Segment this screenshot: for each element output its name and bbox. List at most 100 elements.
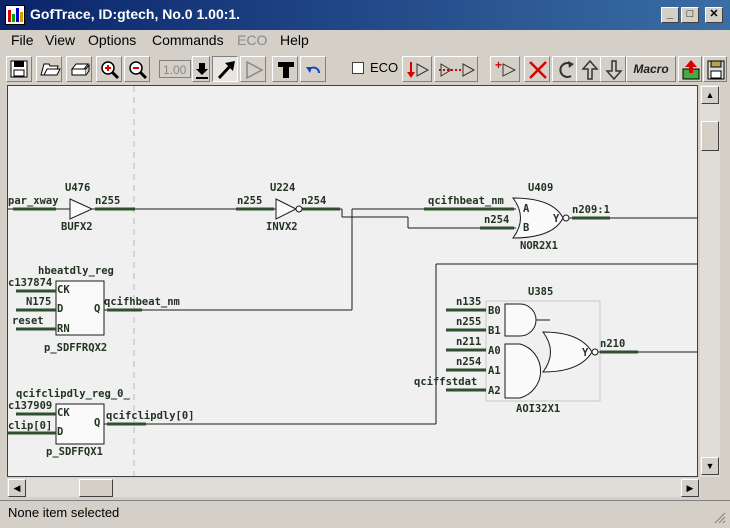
cell-type-u476: BUFX2: [61, 221, 93, 233]
zoom-level-field[interactable]: 1.00: [159, 60, 191, 78]
menu-bar: File View Options Commands ECO Help: [0, 30, 730, 52]
eco-checkbox[interactable]: [352, 62, 364, 74]
arrow-down-icon: [196, 63, 208, 79]
pin-label-y-u385: Y: [582, 347, 589, 359]
save-button[interactable]: [6, 56, 32, 82]
printer-icon: [70, 63, 90, 76]
flipflop-hbeatdly-reg[interactable]: [55, 280, 105, 336]
aoi-bubble: [591, 348, 599, 356]
net-label-c137874: c137874: [8, 277, 52, 289]
app-logo-icon: [5, 5, 25, 25]
vertical-scroll-thumb[interactable]: [701, 121, 719, 151]
horizontal-scroll-thumb[interactable]: [79, 479, 113, 497]
cell-type-qcifclipdly-reg: p_SDFFQX1: [46, 446, 103, 458]
zoom-apply-button[interactable]: [192, 56, 210, 82]
refresh-button[interactable]: [552, 56, 578, 82]
menu-eco[interactable]: ECO: [237, 32, 268, 48]
move-down-button[interactable]: [600, 56, 626, 82]
vertical-scrollbar[interactable]: ▲ ▼: [700, 85, 720, 477]
zoom-in-icon: [101, 61, 120, 80]
scroll-up-button[interactable]: ▲: [701, 86, 719, 104]
undo-icon: [306, 66, 320, 74]
nor-gate-u385[interactable]: [542, 331, 593, 373]
and-gate-a[interactable]: [504, 343, 542, 399]
export-icon: [682, 60, 700, 80]
trace-path-button[interactable]: [434, 56, 478, 82]
minimize-icon: _: [666, 8, 674, 20]
net-label-qcifclipdly0: qcifclipdly[0]: [106, 410, 195, 422]
net-label-n255-c: n255: [456, 316, 481, 328]
print-button[interactable]: [66, 56, 92, 82]
maximize-button[interactable]: □: [681, 7, 699, 23]
trace-path-icon: [439, 63, 476, 77]
zoom-in-button[interactable]: [96, 56, 122, 82]
pin-label-b0: B0: [488, 305, 501, 317]
buffer-gate-u476[interactable]: [69, 198, 94, 220]
menu-view[interactable]: View: [45, 32, 76, 48]
cell-name-qcifclipdly-reg: qcifclipdly_reg_0_: [16, 388, 130, 400]
pin-label-d-a: D: [57, 303, 63, 315]
scroll-right-button[interactable]: ▶: [681, 479, 699, 497]
trace-fanin-button[interactable]: [402, 56, 432, 82]
save-session-button[interactable]: [703, 56, 727, 82]
zoom-out-button[interactable]: [124, 56, 150, 82]
open-folder-icon: [40, 63, 61, 76]
schematic-canvas[interactable]: U476 BUFX2 par_xway n255 U224 INVX2 n255…: [7, 85, 698, 477]
net-label-n255-a: n255: [95, 195, 120, 207]
macro-button[interactable]: Macro: [626, 56, 676, 82]
cell-type-u409: NOR2X1: [520, 240, 558, 252]
pin-label-y-u409: Y: [553, 213, 560, 225]
select-arrow-icon: [217, 61, 235, 80]
add-gate-button[interactable]: +: [490, 56, 520, 82]
net-label-qcifhbeat-nm-a: qcifhbeat_nm: [428, 195, 504, 207]
scroll-down-button[interactable]: ▼: [701, 457, 719, 475]
pin-label-a0: A0: [488, 345, 501, 357]
pin-label-a2: A2: [488, 385, 501, 397]
pin-label-q-a: Q: [94, 303, 100, 315]
delete-x-icon: [529, 61, 547, 79]
cell-type-u224: INVX2: [266, 221, 298, 233]
undo-button[interactable]: [300, 56, 326, 82]
nor-bubble: [562, 214, 570, 222]
pin-label-q-b: Q: [94, 417, 100, 429]
floppy-icon: [10, 60, 28, 78]
scroll-left-button[interactable]: ◀: [8, 479, 26, 497]
horizontal-scrollbar[interactable]: ◀ ▶: [7, 478, 700, 497]
title-bar[interactable]: GofTrace, ID:gtech, No.0 1.00:1. _ □ ✕: [0, 0, 730, 30]
net-label-clip0: clip[0]: [8, 420, 52, 432]
export-button[interactable]: [678, 56, 702, 82]
resize-grip-icon[interactable]: [714, 512, 726, 524]
net-label-par-xway: par_xway: [8, 195, 59, 207]
menu-help[interactable]: Help: [280, 32, 309, 48]
triangle-right-icon: ▶: [686, 483, 694, 493]
move-up-button[interactable]: [576, 56, 602, 82]
delete-button[interactable]: [524, 56, 550, 82]
status-bar: None item selected: [0, 500, 730, 528]
pin-label-b: B: [523, 222, 529, 234]
eco-checkbox-label: ECO: [370, 60, 399, 75]
and-gate-b[interactable]: [504, 303, 537, 337]
net-label-n135: n135: [456, 296, 481, 308]
net-label-n210: n210: [600, 338, 625, 350]
forward-trace-button[interactable]: [240, 56, 266, 82]
menu-options[interactable]: Options: [88, 32, 137, 48]
minimize-button[interactable]: _: [661, 7, 679, 23]
triangle-down-icon: ▼: [705, 461, 715, 471]
net-label-n254-c: n254: [456, 356, 481, 368]
menu-file[interactable]: File: [11, 32, 34, 48]
open-button[interactable]: [36, 56, 62, 82]
text-tool-button[interactable]: [272, 56, 298, 82]
nor-gate-u409[interactable]: [512, 197, 564, 239]
cell-name-u224: U224: [270, 182, 295, 194]
status-text: None item selected: [8, 505, 120, 520]
net-label-n254-b: n254: [484, 214, 509, 226]
svg-text:+: +: [495, 59, 502, 72]
maximize-icon: □: [686, 8, 694, 20]
menu-commands[interactable]: Commands: [152, 32, 224, 48]
inverter-gate-u224[interactable]: [275, 198, 298, 220]
select-tool-button[interactable]: [212, 56, 238, 82]
cell-type-hbeatdly-reg: p_SDFFRQX2: [44, 342, 107, 354]
play-triangle-icon: [246, 60, 264, 80]
close-button[interactable]: ✕: [705, 7, 723, 23]
cell-name-u409: U409: [528, 182, 553, 194]
